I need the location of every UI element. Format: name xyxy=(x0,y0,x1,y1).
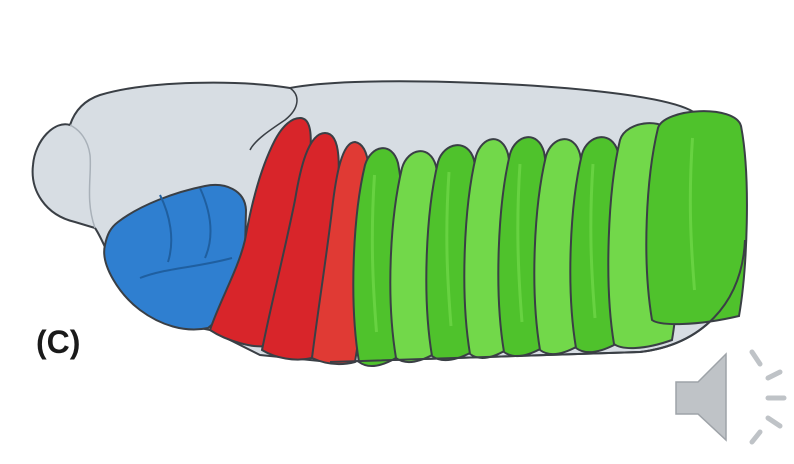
speaker-icon xyxy=(668,340,788,456)
audio-button[interactable] xyxy=(668,340,788,456)
panel-label: (C) xyxy=(36,324,80,361)
